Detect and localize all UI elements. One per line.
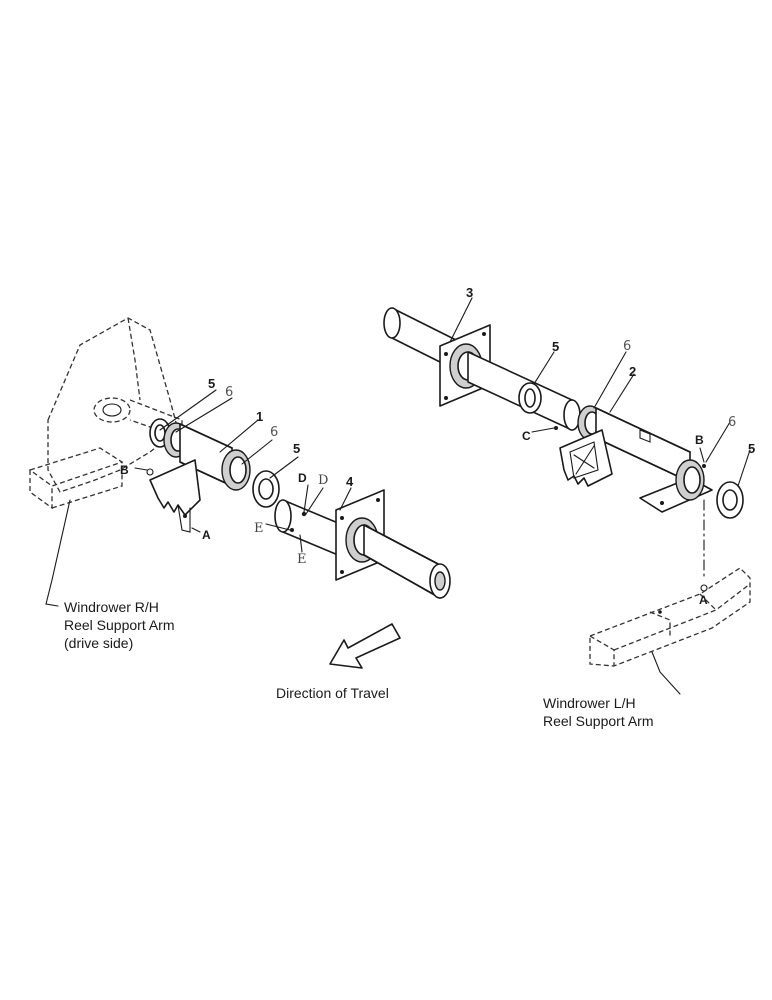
callout-part-1: 1 xyxy=(256,409,264,424)
rh-arm-caption-line: (drive side) xyxy=(64,635,134,651)
marker-e: E xyxy=(254,521,264,536)
lh-arm-caption-line: Reel Support Arm xyxy=(543,713,654,729)
marker-c: C xyxy=(522,429,531,443)
part-3-shaft-drawing xyxy=(383,307,581,431)
callout-part-6: 6 xyxy=(623,339,632,354)
callout-part-5: 5 xyxy=(748,441,756,456)
left-leader-lines xyxy=(159,389,352,553)
callout-part-6: 6 xyxy=(225,385,234,400)
rh-arm-caption-line: Reel Support Arm xyxy=(64,617,175,633)
direction-of-travel-caption: Direction of Travel xyxy=(276,685,389,701)
callout-part-5: 5 xyxy=(293,441,301,456)
rh-arm-caption-line: Windrower R/H xyxy=(64,599,159,615)
marker-b: B xyxy=(120,463,129,477)
lh-arm-caption-line: Windrower L/H xyxy=(543,695,636,711)
marker-b: B xyxy=(695,433,704,447)
marker-d-serif: D xyxy=(318,473,329,488)
right-leader-lines xyxy=(449,297,751,592)
marker-e-lower: E xyxy=(297,552,307,567)
lh-arm-caption: Windrower L/H Reel Support Arm xyxy=(543,694,654,730)
rh-arm-caption: Windrower R/H Reel Support Arm (drive si… xyxy=(64,598,175,652)
rh-support-arm-drawing xyxy=(28,317,183,607)
marker-a: A xyxy=(699,593,708,607)
callout-part-5: 5 xyxy=(208,376,216,391)
callout-part-2: 2 xyxy=(629,364,637,379)
marker-d: D xyxy=(298,471,307,485)
part-4-shaft-drawing xyxy=(274,489,451,599)
callout-part-5: 5 xyxy=(552,339,560,354)
marker-a: A xyxy=(202,528,211,542)
callout-part-6: 6 xyxy=(728,415,737,430)
callout-part-6: 6 xyxy=(270,425,279,440)
part-2-bearing-tube-drawing xyxy=(559,405,744,519)
part-1-bearing-tube-drawing xyxy=(134,418,280,533)
callout-part-4: 4 xyxy=(346,474,354,489)
lh-support-arm-drawing xyxy=(589,567,751,695)
direction-arrow-icon xyxy=(329,623,401,669)
callout-part-3: 3 xyxy=(466,285,474,300)
